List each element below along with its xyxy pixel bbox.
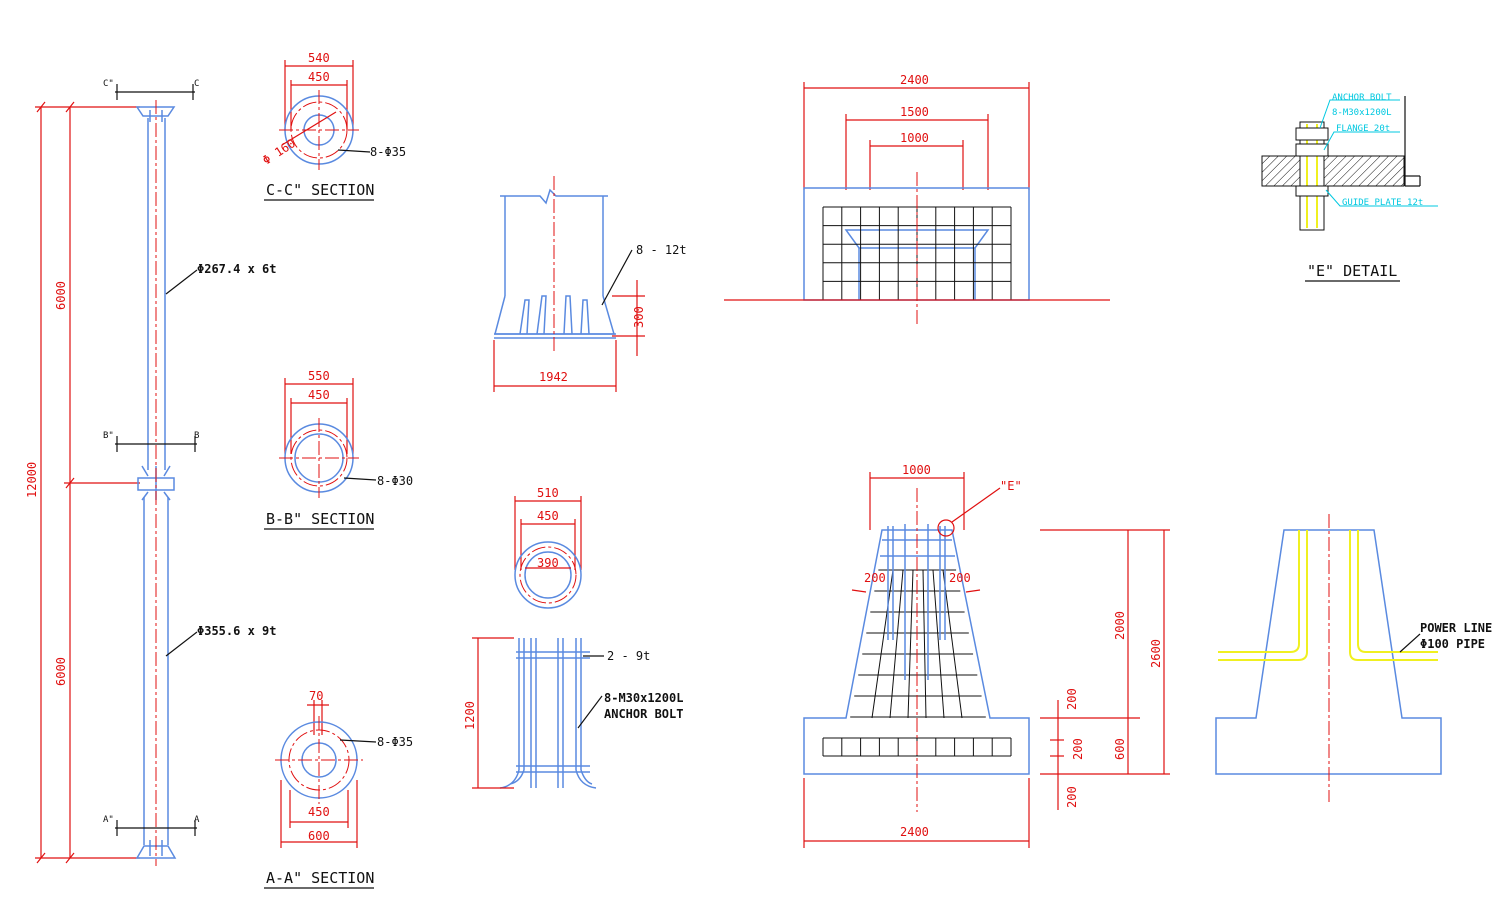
e-note-flange: FLANGE 20t [1336,124,1390,134]
e-note-bolt-spec: 8-M30x1200L [1332,108,1392,118]
conduit-note-2: Φ100 PIPE [1420,637,1485,651]
cut-line-c [115,84,195,100]
label-upper-pipe: Φ267.4 x 6t [197,262,276,276]
cc-bolt-note: 8-Φ35 [370,145,406,159]
foundation-section-rebar [822,569,1012,757]
dim-ring-outer: 510 [537,486,559,500]
dim-200-c: 200 [1065,786,1079,808]
dim-200-a: 200 [1065,688,1079,710]
pole-elevation: 12000 6000 6000 [25,79,276,866]
dim-base-width: 1942 [539,370,568,384]
e-note-anchor-bolt: ANCHOR BOLT [1332,93,1392,103]
dim-base-height: 300 [632,306,646,328]
cut-a-left-label: A" [103,815,114,825]
dim-aa-slot: 70 [309,689,323,703]
cut-line-b [115,436,197,452]
dim-side-left: 200 [864,571,886,585]
section-aa: 70 450 600 8-Φ35 A-A" SECTION [264,689,413,889]
aa-section-title: A-A" SECTION [266,869,374,887]
pole-dimension-lines [35,101,140,864]
cut-a-right-label: A [194,815,200,825]
conduit-note-1: POWER LINE [1420,621,1492,635]
foundation-top-view: 2400 1500 1000 [724,73,1110,326]
dim-top-1500: 1500 [900,105,929,119]
bb-section-title: B-B" SECTION [266,510,374,528]
callout-e: "E" [1000,479,1022,493]
dim-fnd-upper-height: 2000 [1113,611,1127,640]
cage-plate-note: 2 - 9t [607,649,650,663]
anchor-ring-plan: 510 450 390 [514,486,582,609]
base-plate-detail: 8 - 12t 300 1942 [493,176,687,392]
label-lower-pipe: Φ355.6 x 9t [197,624,276,638]
leader-upper-pipe [165,269,198,295]
base-rib-note: 8 - 12t [636,243,687,257]
dim-pole-total: 12000 [25,462,39,498]
dim-fnd-lower-height: 600 [1113,738,1127,760]
foundation-section: 1000 "E" 200 200 2600 2000 600 200 200 2… [803,463,1170,848]
conduit-section: POWER LINE Φ100 PIPE [1215,514,1492,802]
dim-aa-outer: 600 [308,829,330,843]
e-note-guide-plate: GUIDE PLATE 12t [1342,198,1423,208]
cut-c-right-label: C [194,79,199,89]
section-bb: 550 450 8-Φ30 B-B" SECTION [264,369,413,530]
dim-ring-center: 390 [537,556,559,570]
dim-fnd-bottom: 2400 [900,825,929,839]
anchor-cage-elevation: 1200 2 - 9t 8-M30x1200L ANCHOR BOLT [463,637,683,789]
cut-b-left-label: B" [103,431,114,441]
dim-bb-outer: 550 [308,369,330,383]
pole-shaft [135,106,177,859]
dim-ring-inner: 450 [537,509,559,523]
cut-c-left-label: C" [103,79,114,89]
dim-cc-outer: 540 [308,51,330,65]
e-detail-title: "E" DETAIL [1307,262,1397,280]
dim-200-b: 200 [1071,738,1085,760]
dim-side-right: 200 [949,571,971,585]
e-detail: ANCHOR BOLT 8-M30x1200L FLANGE 20t GUIDE… [1261,93,1438,282]
cut-line-a [115,820,197,836]
dim-top-2400: 2400 [900,73,929,87]
dim-top-1000: 1000 [900,131,929,145]
cc-section-title: C-C" SECTION [266,181,374,199]
dim-fnd-total-height: 2600 [1149,639,1163,668]
dim-fnd-top: 1000 [902,463,931,477]
dim-aa-inner: 450 [308,805,330,819]
cage-bolt-note-1: 8-M30x1200L [604,691,683,705]
cut-b-right-label: B [194,431,199,441]
bb-bolt-note: 8-Φ30 [377,474,413,488]
dim-pole-lower: 6000 [54,657,68,686]
dim-cage-height: 1200 [463,701,477,730]
section-cc: 540 450 Φ 160 8-Φ35 C-C" SECTION [260,51,406,201]
leader-lower-pipe [165,631,198,657]
aa-bolt-note: 8-Φ35 [377,735,413,749]
dim-bb-inner: 450 [308,388,330,402]
cage-bolt-note-2: ANCHOR BOLT [604,707,683,721]
dim-cc-inner: 450 [308,70,330,84]
dim-pole-upper: 6000 [54,281,68,310]
